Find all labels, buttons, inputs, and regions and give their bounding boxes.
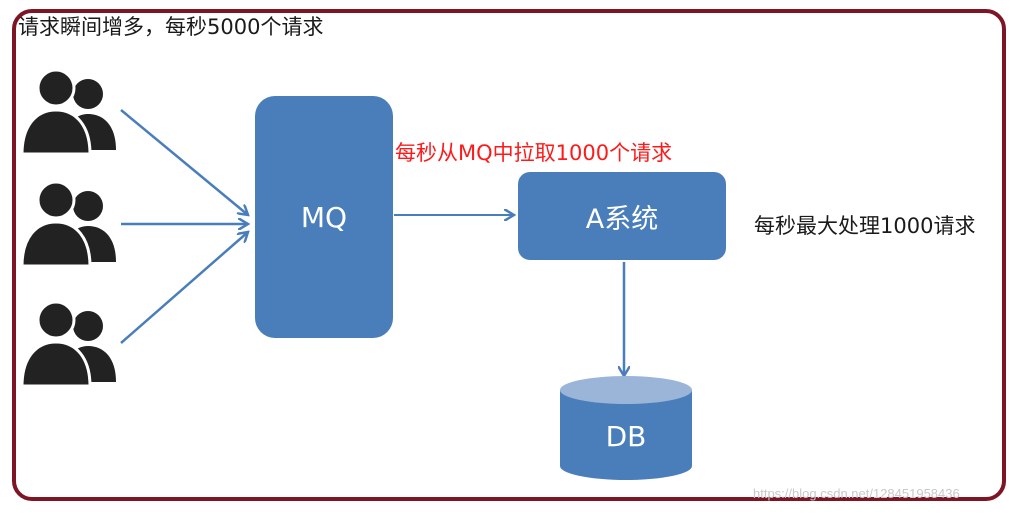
system-a-box: A系统 [518, 172, 726, 260]
arrow-user3-to-mq [120, 232, 248, 344]
capacity-caption: 每秒最大处理1000请求 [754, 214, 976, 238]
diagram-frame [12, 9, 1006, 501]
users-icon [20, 68, 116, 156]
database-cylinder [560, 376, 692, 480]
system-a-label: A系统 [585, 203, 659, 235]
users-icon [20, 300, 116, 388]
surge-caption: 请求瞬间增多，每秒5000个请求 [18, 15, 324, 39]
arrow-user1-to-mq [120, 109, 248, 215]
watermark: https://blog.csdn.net/128451958436 [753, 486, 960, 501]
mq-label: MQ [300, 200, 348, 234]
users-icon [20, 180, 116, 268]
pull-rate-caption: 每秒从MQ中拉取1000个请求 [395, 141, 673, 165]
mq-box: MQ [255, 96, 393, 338]
db-label: DB [605, 420, 647, 453]
